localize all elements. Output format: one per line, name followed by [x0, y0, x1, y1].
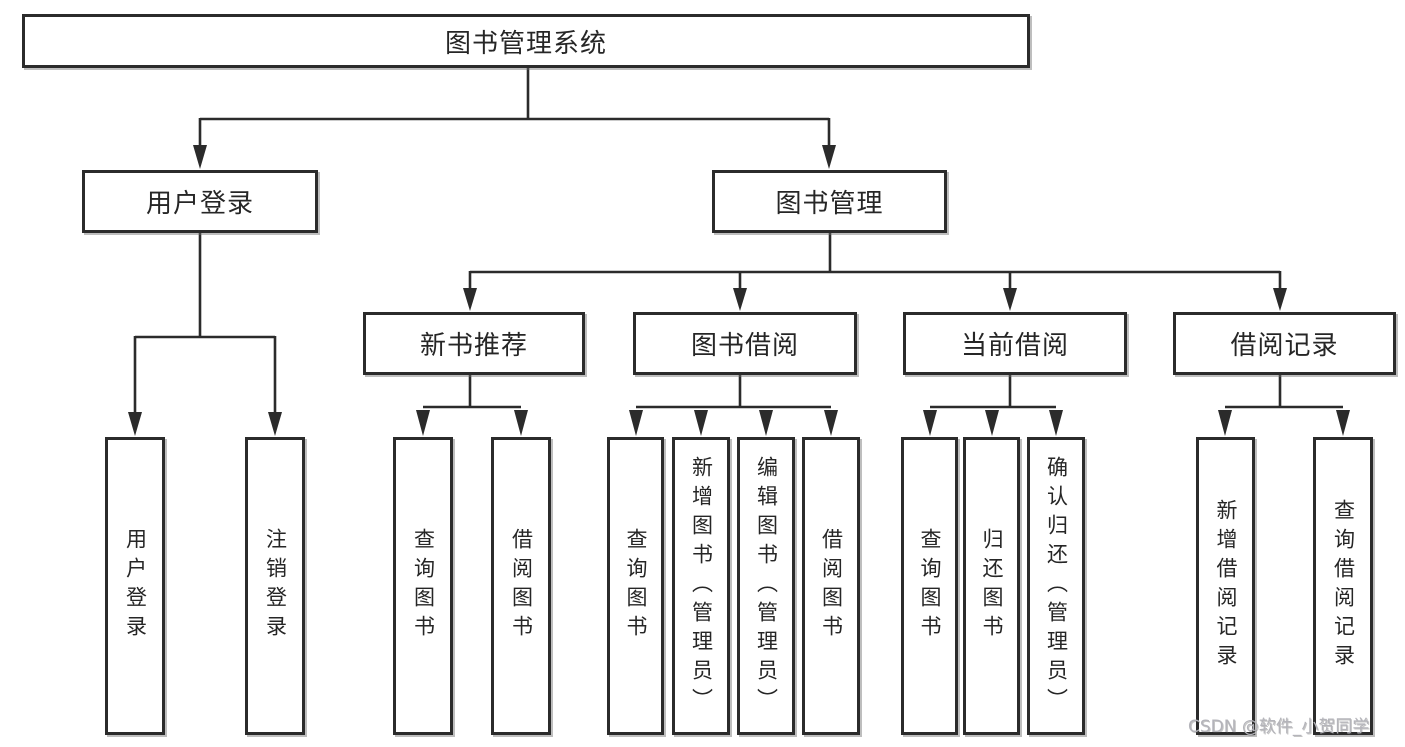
- leaf-edit-books-admin-label: 编辑图书（管理员）: [754, 455, 779, 717]
- node-root: 图书管理系统: [22, 14, 1030, 68]
- leaf-query-books-current-label: 查询图书: [918, 528, 942, 644]
- leaf-query-books-borrow-label: 查询图书: [624, 528, 648, 644]
- leaf-query-books-recommend: 查询图书: [393, 437, 453, 735]
- node-current-borrow: 当前借阅: [903, 312, 1127, 375]
- leaf-borrow-books-recommend-label: 借阅图书: [509, 528, 534, 644]
- leaf-borrow-books-recommend: 借阅图书: [491, 437, 551, 735]
- leaf-query-borrow-record-label: 查询借阅记录: [1331, 499, 1356, 673]
- leaf-add-books-admin-label: 新增图书（管理员）: [689, 455, 714, 717]
- leaf-return-books-label: 归还图书: [980, 528, 1004, 644]
- leaf-query-books-current: 查询图书: [901, 437, 958, 735]
- watermark: CSDN @软件_小贺同学: [1188, 717, 1370, 737]
- node-new-book-recommend: 新书推荐: [363, 312, 585, 375]
- leaf-confirm-return-admin-label: 确认归还（管理员）: [1044, 455, 1069, 717]
- arrowheads: [128, 145, 1350, 436]
- node-book-borrow-label: 图书借阅: [690, 331, 799, 361]
- leaf-edit-books-admin: 编辑图书（管理员）: [737, 437, 795, 735]
- leaf-query-borrow-record: 查询借阅记录: [1313, 437, 1373, 735]
- node-borrow-records: 借阅记录: [1173, 312, 1396, 375]
- node-book-management: 图书管理: [712, 170, 947, 233]
- node-user-login: 用户登录: [82, 170, 318, 233]
- leaf-logout: 注销登录: [245, 437, 305, 735]
- leaf-user-login: 用户登录: [105, 437, 165, 735]
- leaf-return-books: 归还图书: [963, 437, 1020, 735]
- leaf-query-books-borrow: 查询图书: [607, 437, 664, 735]
- leaf-borrow-books: 借阅图书: [802, 437, 860, 735]
- node-current-borrow-label: 当前借阅: [960, 331, 1069, 361]
- node-new-book-recommend-label: 新书推荐: [419, 331, 528, 361]
- leaf-user-login-label: 用户登录: [123, 528, 148, 644]
- node-user-login-label: 用户登录: [145, 189, 254, 219]
- leaf-confirm-return-admin: 确认归还（管理员）: [1027, 437, 1085, 735]
- node-book-borrow: 图书借阅: [633, 312, 857, 375]
- leaf-logout-label: 注销登录: [263, 528, 288, 644]
- node-book-management-label: 图书管理: [775, 189, 884, 219]
- node-root-label: 图书管理系统: [444, 28, 607, 59]
- leaf-query-books-recommend-label: 查询图书: [411, 528, 436, 644]
- leaf-add-borrow-record: 新增借阅记录: [1196, 437, 1255, 735]
- node-borrow-records-label: 借阅记录: [1230, 331, 1339, 361]
- leaf-add-borrow-record-label: 新增借阅记录: [1214, 499, 1238, 673]
- leaf-borrow-books-label: 借阅图书: [819, 528, 844, 644]
- leaf-add-books-admin: 新增图书（管理员）: [672, 437, 730, 735]
